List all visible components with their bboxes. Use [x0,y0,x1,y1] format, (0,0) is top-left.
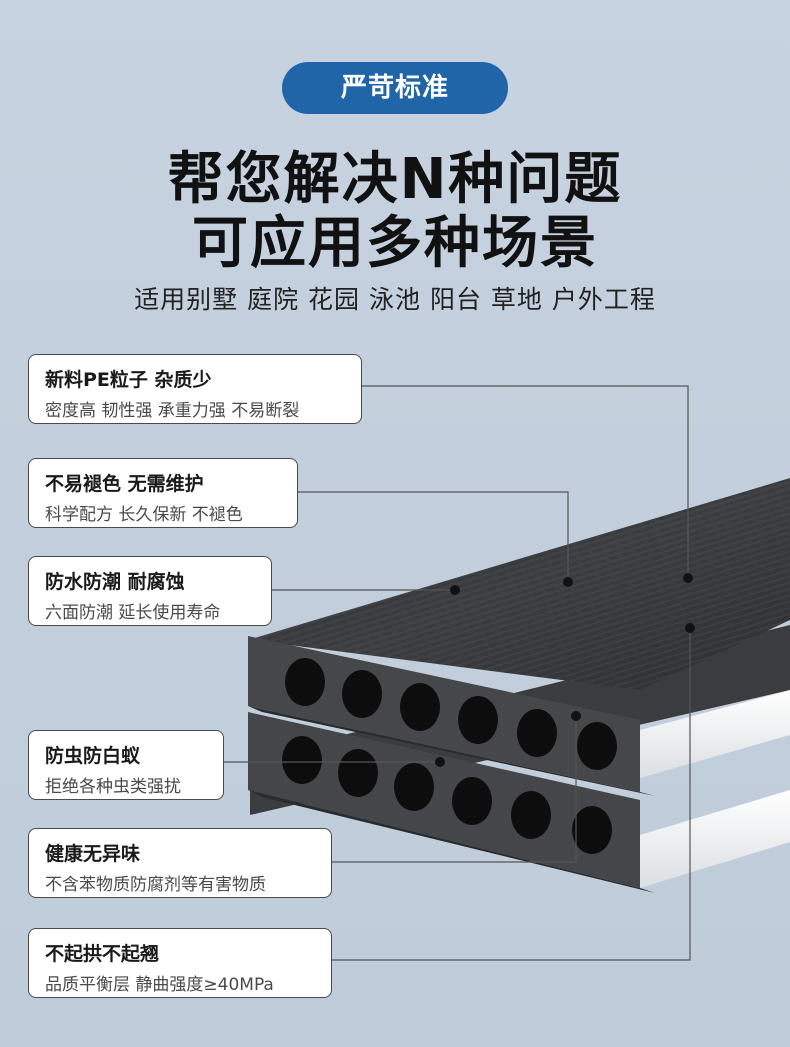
feature-title: 健康无异味 [45,843,141,865]
feature-card-insect-proof: 防虫防白蚁 拒绝各种虫类强扰 [28,730,224,800]
feature-desc: 品质平衡层 静曲强度≥40MPa [45,975,274,995]
feature-desc: 科学配方 长久保新 不褪色 [45,505,243,525]
feature-card-odorless: 健康无异味 不含苯物质防腐剂等有害物质 [28,828,332,898]
feature-title: 防水防潮 耐腐蚀 [45,571,185,593]
feature-title: 防虫防白蚁 [45,745,141,767]
feature-card-pe-material: 新料PE粒子 杂质少 密度高 韧性强 承重力强 不易断裂 [28,354,362,424]
feature-card-anti-warping: 不起拱不起翘 品质平衡层 静曲强度≥40MPa [28,928,332,998]
feature-title: 不易褪色 无需维护 [45,473,204,495]
application-scenes: 适用别墅 庭院 花园 泳池 阳台 草地 户外工程 [134,285,656,314]
feature-desc: 拒绝各种虫类强扰 [45,777,181,797]
headline-line-1: 帮您解决N种问题 [167,147,623,212]
feature-title: 不起拱不起翘 [45,943,160,965]
feature-card-no-fading: 不易褪色 无需维护 科学配方 长久保新 不褪色 [28,458,298,528]
feature-desc: 不含苯物质防腐剂等有害物质 [45,875,266,895]
standard-badge: 严苛标准 [282,62,508,114]
headline-line-2: 可应用多种场景 [192,211,598,276]
feature-title: 新料PE粒子 杂质少 [45,369,212,391]
feature-desc: 密度高 韧性强 承重力强 不易断裂 [45,401,300,421]
feature-card-waterproof: 防水防潮 耐腐蚀 六面防潮 延长使用寿命 [28,556,272,626]
feature-desc: 六面防潮 延长使用寿命 [45,603,221,623]
